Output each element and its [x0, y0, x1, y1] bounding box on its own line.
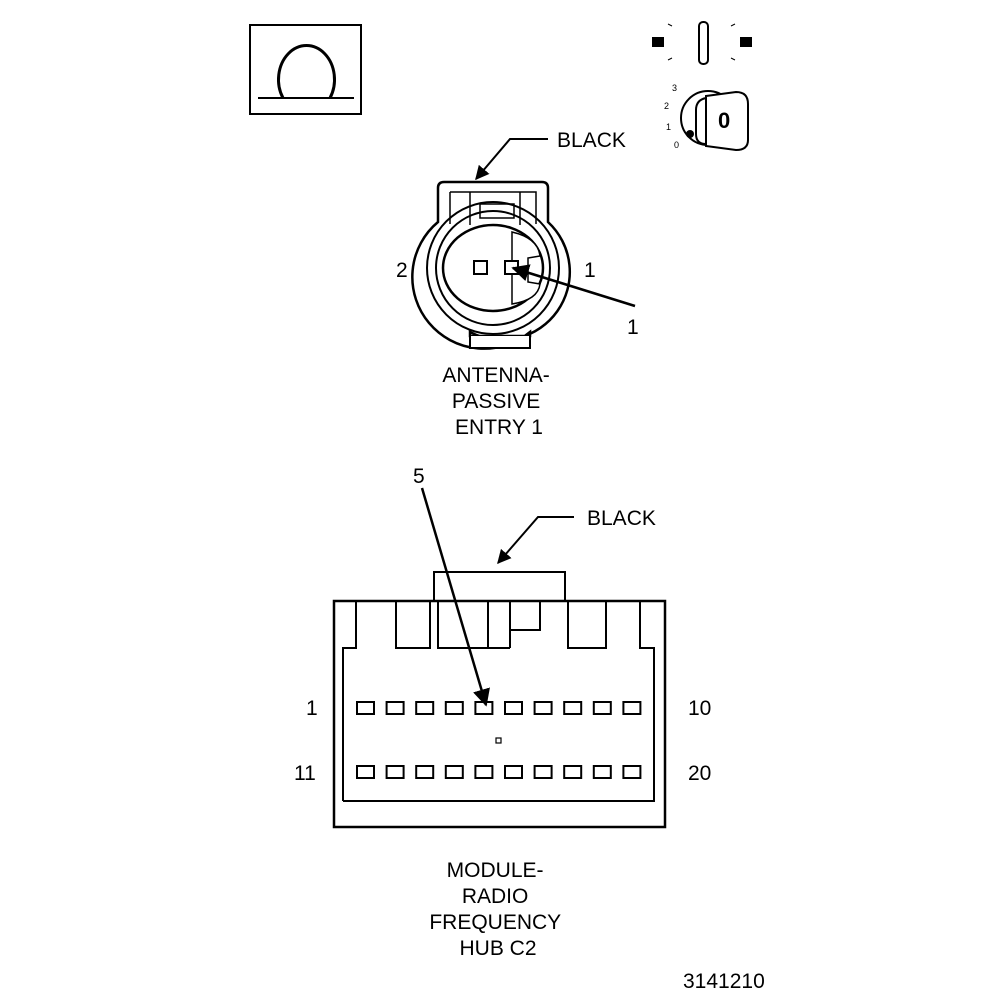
hub-pin-cavity-18: [563, 765, 583, 779]
hub-pin-cavity-4: [444, 701, 464, 715]
hub-pin-cavity-10: [622, 701, 642, 715]
hub-pin-row-top: [356, 701, 642, 715]
hub-row-label-20: 20: [688, 762, 711, 785]
hub-pin-cavity-3: [415, 701, 435, 715]
ohmmeter-icon: [249, 24, 362, 115]
hub-pin-cavity-5: [474, 701, 494, 715]
ignition-key-icon: 0 3 2 1 0: [652, 21, 752, 152]
hub-row-label-10: 10: [688, 697, 711, 720]
antenna-pin-left-label: 2: [396, 259, 408, 282]
hub-row-label-1: 1: [306, 697, 318, 720]
ignition-pos-2: 2: [664, 101, 669, 111]
antenna-pin-right-label: 1: [584, 259, 596, 282]
hub-pin-cavity-1: [356, 701, 375, 715]
ignition-pos-3: 3: [672, 83, 677, 93]
antenna-color-label: BLACK: [557, 129, 626, 152]
hub-pin-cavity-7: [533, 701, 553, 715]
antenna-title: ANTENNA- PASSIVE ENTRY 1: [442, 364, 555, 439]
hub-pin-cavity-8: [563, 701, 583, 715]
ignition-pos-0: 0: [674, 140, 679, 150]
ignition-pos-1: 1: [666, 122, 671, 132]
hub-pin-cavity-20: [622, 765, 642, 779]
key-position-0-label: 0: [718, 108, 730, 133]
figure-id: 3141210: [683, 970, 765, 993]
hub-pin-cavity-12: [385, 765, 405, 779]
hub-pin-cavity-6: [504, 701, 523, 715]
hub-color-label: BLACK: [587, 507, 656, 530]
hub-callout-label: 5: [413, 465, 425, 488]
hub-title: MODULE- RADIO FREQUENCY HUB C2: [429, 859, 566, 960]
hub-pin-cavity-14: [444, 765, 464, 779]
hub-pin-cavity-9: [592, 701, 612, 715]
hub-c2-connector: BLACK 5 1 10 11 20 MODULE- RADIO FREQUEN…: [294, 465, 711, 960]
antenna-connector: BLACK 2 1 1 ANTENNA- PASSIVE ENTRY 1: [396, 129, 639, 439]
hub-center-mark: [495, 737, 502, 744]
hub-row-label-11: 11: [294, 762, 316, 785]
hub-pin-cavity-11: [356, 765, 375, 779]
hub-pin-cavity-16: [504, 765, 523, 779]
antenna-callout-label: 1: [627, 316, 639, 339]
hub-pin-row-bottom: [356, 765, 642, 779]
hub-pin-cavity-17: [533, 765, 553, 779]
hub-pin-cavity-2: [385, 701, 405, 715]
hub-pin-cavity-19: [592, 765, 612, 779]
hub-pin-cavity-15: [474, 765, 494, 779]
hub-pin-cavity-13: [415, 765, 435, 779]
